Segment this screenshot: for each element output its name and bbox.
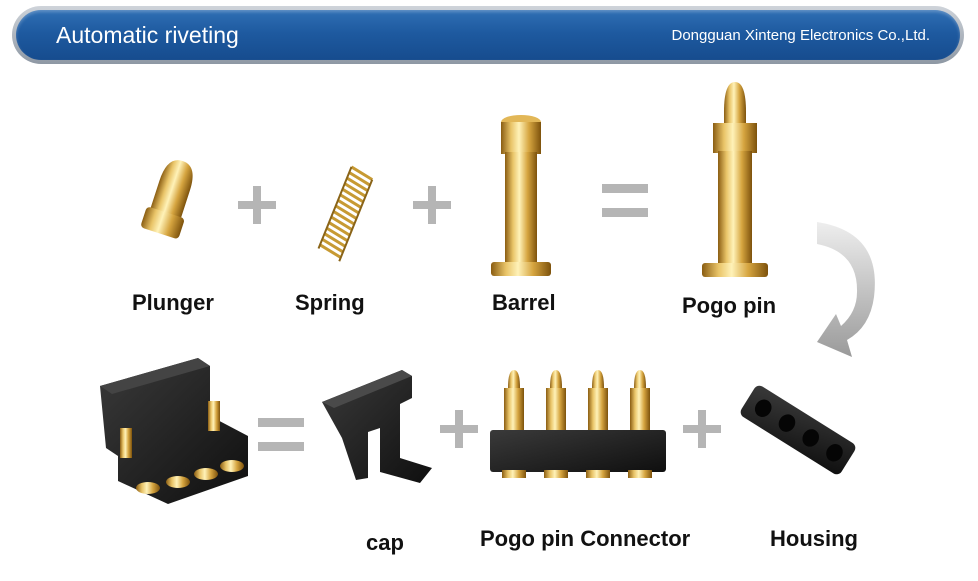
housing-label: Housing bbox=[770, 526, 858, 551]
housing-image bbox=[733, 370, 863, 490]
plus-icon bbox=[413, 186, 451, 224]
plunger-image bbox=[140, 155, 200, 245]
plunger-label: Plunger bbox=[132, 290, 214, 315]
plus-icon bbox=[440, 410, 478, 448]
pogo-pin-image bbox=[698, 78, 772, 284]
spring-label: Spring bbox=[295, 290, 365, 315]
company-name: Dongguan Xinteng Electronics Co.,Ltd. bbox=[671, 27, 931, 44]
barrel-image bbox=[488, 112, 554, 282]
pogo-pin-connector-image bbox=[488, 366, 668, 484]
pogo-pin-label: Pogo pin bbox=[682, 293, 777, 318]
equals-icon bbox=[258, 418, 304, 452]
page-title: Automatic riveting bbox=[56, 22, 239, 48]
spring-image bbox=[300, 160, 390, 270]
header-banner: Automatic riveting Dongguan Xinteng Elec… bbox=[12, 6, 964, 64]
equals-icon bbox=[602, 184, 648, 218]
curved-arrow-icon bbox=[812, 222, 882, 372]
pogo-pin-connector-label: Pogo pin Connector bbox=[480, 526, 691, 551]
assembled-connector-image bbox=[98, 356, 258, 506]
barrel-label: Barrel bbox=[492, 290, 556, 315]
plus-icon bbox=[238, 186, 276, 224]
header-banner-inner: Automatic riveting Dongguan Xinteng Elec… bbox=[16, 10, 960, 60]
cap-image bbox=[320, 368, 440, 488]
plus-icon bbox=[683, 410, 721, 448]
cap-label: cap bbox=[366, 530, 404, 555]
